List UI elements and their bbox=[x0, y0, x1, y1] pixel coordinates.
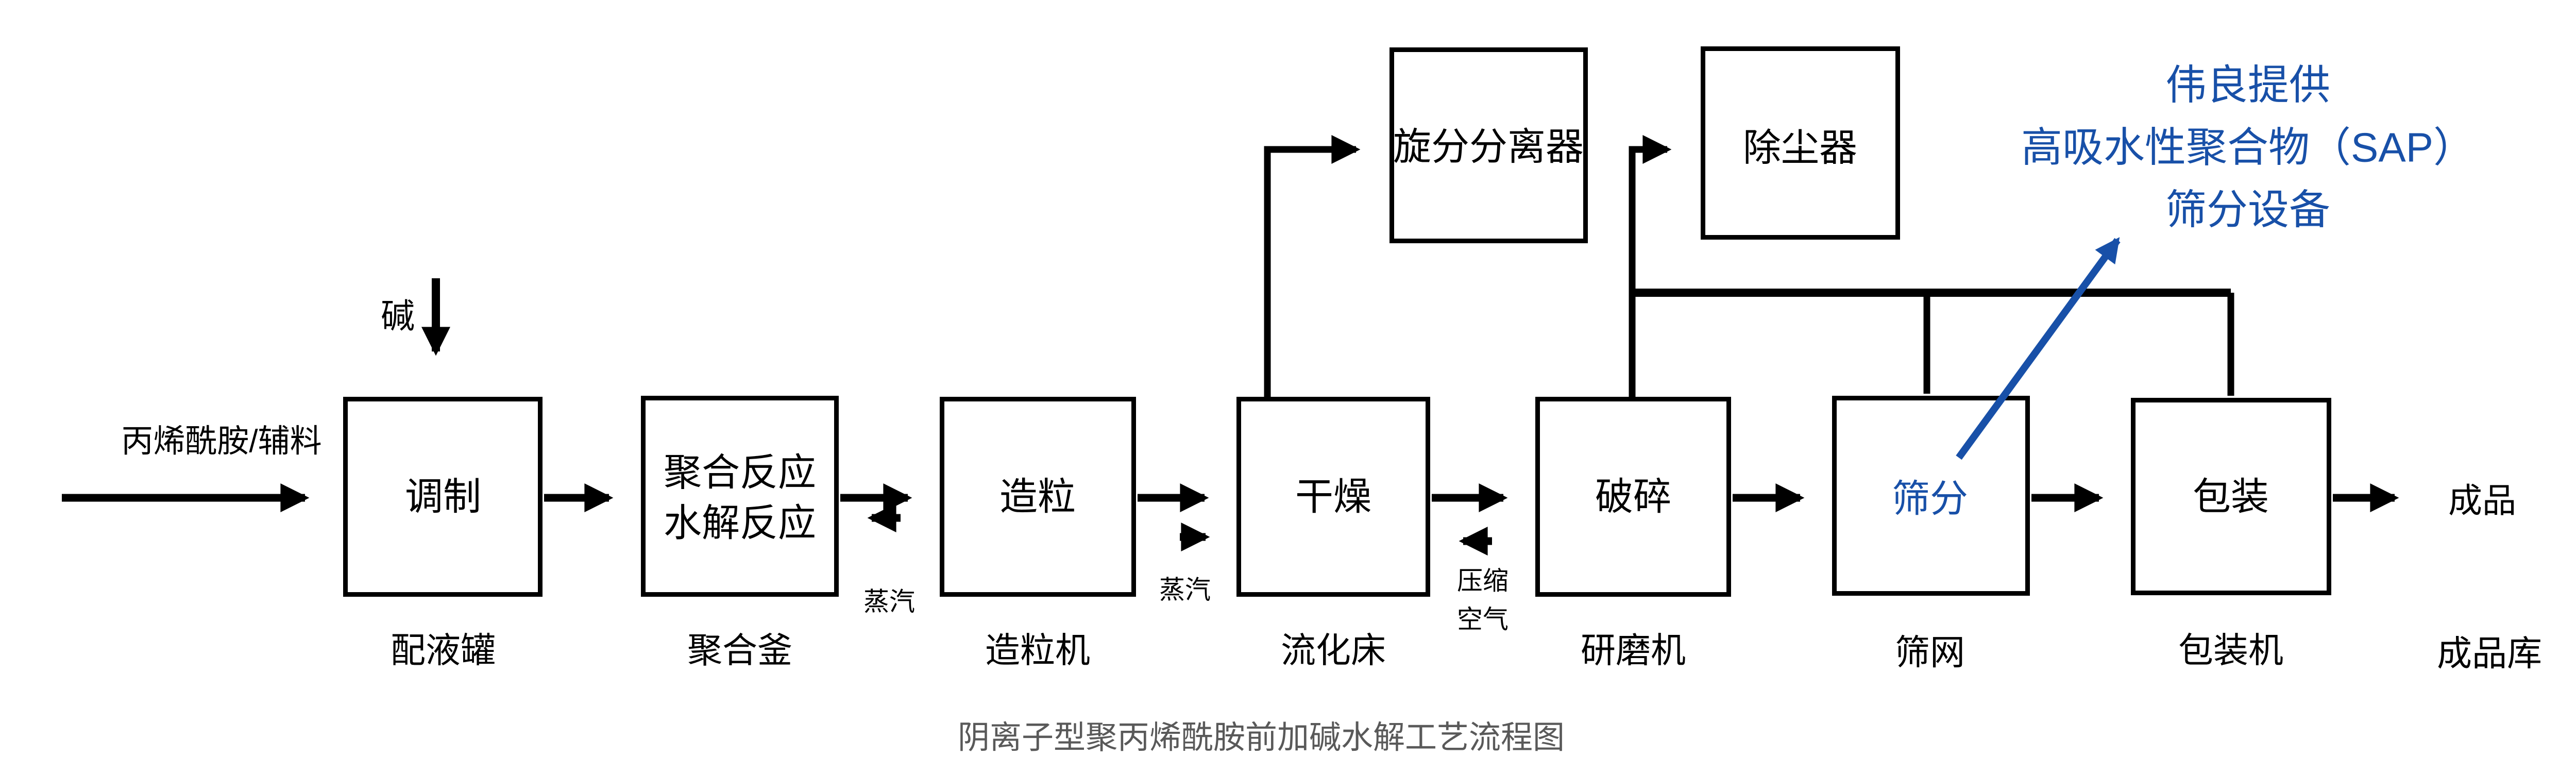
step-text-screening: 筛分 bbox=[1892, 477, 1968, 520]
step-text-polymerization-line1: 聚合反应 bbox=[664, 451, 816, 494]
box-crushing bbox=[1535, 397, 1731, 597]
box-granulation bbox=[940, 397, 1136, 597]
box-dust-collector bbox=[1701, 46, 1900, 240]
supplier-callout-line2: 高吸水性聚合物（SAP） bbox=[2021, 124, 2475, 171]
product-output-label: 成品 bbox=[2448, 481, 2516, 519]
supplier-callout-line3: 筛分设备 bbox=[2165, 187, 2330, 233]
supplier-callout-line1: 伟良提供 bbox=[2165, 62, 2330, 108]
step-text-packing: 包装 bbox=[2193, 475, 2269, 518]
box-polymerization bbox=[641, 396, 839, 597]
step-text-crushing: 破碎 bbox=[1595, 475, 1671, 518]
diagram-title: 阴离子型聚丙烯酰胺前加碱水解工艺流程图 bbox=[957, 720, 1565, 755]
box-cyclone-separator bbox=[1389, 47, 1588, 243]
product-storage-label: 成品库 bbox=[2436, 634, 2543, 674]
step-text-preparation: 调制 bbox=[405, 475, 481, 518]
compressed-air-label-line2: 空气 bbox=[1457, 605, 1509, 634]
equipment-label-fluidbed: 流化床 bbox=[1280, 631, 1386, 670]
alkali-input-label: 碱 bbox=[381, 297, 415, 335]
step-text-granulation: 造粒 bbox=[999, 475, 1076, 518]
equipment-label-tank: 配液罐 bbox=[390, 631, 496, 670]
steam-label-1: 蒸汽 bbox=[863, 587, 915, 616]
line-dryer-to-cyclone bbox=[1264, 135, 1361, 397]
line-crusher-to-dust-collector bbox=[1629, 135, 1672, 397]
compressed-air-label-line1: 压缩 bbox=[1457, 566, 1509, 595]
equipment-label-screen: 筛网 bbox=[1894, 633, 1965, 673]
arrow-callout-to-screening bbox=[1956, 237, 2121, 460]
supplier-callout: 伟良提供 高吸水性聚合物（SAP） 筛分设备 bbox=[2021, 54, 2475, 241]
compressed-air-label: 压缩 空气 bbox=[1457, 562, 1509, 639]
top-equipment-text-cyclone: 旋分分离器 bbox=[1393, 125, 1584, 168]
box-preparation bbox=[343, 397, 543, 597]
equipment-label-grinder: 研磨机 bbox=[1580, 631, 1686, 670]
box-screening bbox=[1832, 396, 2030, 596]
equipment-label-packer: 包装机 bbox=[2178, 631, 2284, 670]
steam-label-2: 蒸汽 bbox=[1159, 575, 1211, 604]
box-packing bbox=[2131, 398, 2331, 595]
step-text-polymerization-line2: 水解反应 bbox=[664, 501, 816, 544]
step-text-polymerization: 聚合反应 水解反应 bbox=[664, 447, 816, 548]
box-drying bbox=[1236, 397, 1430, 597]
feed-input-label: 丙烯酰胺/辅料 bbox=[121, 424, 322, 459]
top-equipment-text-dust: 除尘器 bbox=[1743, 126, 1857, 169]
step-text-drying: 干燥 bbox=[1295, 475, 1371, 518]
equipment-label-kettle: 聚合釜 bbox=[687, 631, 793, 670]
equipment-label-granulator: 造粒机 bbox=[985, 631, 1091, 670]
